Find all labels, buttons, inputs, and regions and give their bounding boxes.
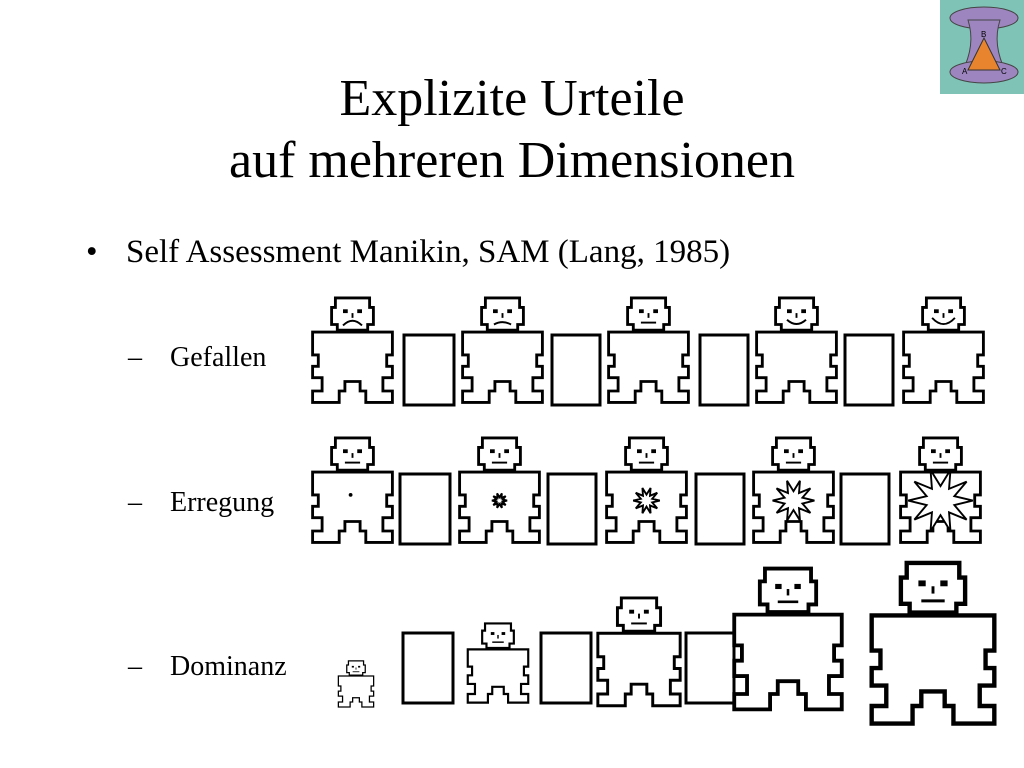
manikin-gefallen-2: [461, 296, 544, 404]
manikin-erregung-2: [458, 436, 541, 544]
spacer-erregung-1: [398, 472, 452, 546]
title-line-1: Explizite Urteile: [339, 70, 685, 127]
manikin-dominanz-4: [732, 566, 844, 712]
logo-label-a: A: [962, 67, 968, 76]
manikin-gefallen-3: [607, 296, 690, 404]
subitem-dominanz: –Dominanz: [128, 650, 287, 684]
manikin-erregung-5: [899, 436, 982, 544]
dash-icon: –: [128, 487, 142, 518]
triangle-network-logo: B A C: [940, 0, 1024, 94]
spacer-gefallen-4: [843, 333, 895, 407]
title-line-2: auf mehreren Dimensionen: [228, 132, 795, 189]
subitem-erregung: –Erregung: [128, 486, 274, 520]
dash-icon: –: [128, 651, 142, 682]
manikin-erregung-3: [605, 436, 688, 544]
spacer-erregung-2: [546, 472, 598, 546]
logo-label-b: B: [981, 30, 986, 39]
manikin-gefallen-1: [311, 296, 394, 404]
manikin-dominanz-1: [337, 660, 375, 708]
manikin-dominanz-2: [466, 622, 530, 704]
subitem-label: Gefallen: [170, 342, 267, 373]
spacer-erregung-4: [839, 472, 891, 546]
spacer-gefallen-2: [550, 333, 602, 407]
spacer-dominanz-3: [684, 631, 736, 705]
spacer-dominanz-2: [539, 631, 593, 705]
spacer-gefallen-3: [698, 333, 750, 407]
subitem-label: Erregung: [170, 487, 275, 518]
subitem-gefallen: –Gefallen: [128, 341, 266, 375]
bullet-text: Self Assessment Manikin, SAM (Lang, 1985…: [126, 234, 731, 270]
manikin-gefallen-4: [755, 296, 838, 404]
spacer-erregung-3: [694, 472, 746, 546]
logo-label-c: C: [1001, 67, 1007, 76]
spacer-dominanz-1: [401, 631, 455, 705]
manikin-erregung-4: [752, 436, 835, 544]
manikin-erregung-1: [311, 436, 394, 544]
main-bullet: • Self Assessment Manikin, SAM (Lang, 198…: [86, 232, 730, 272]
manikin-dominanz-3: [596, 596, 682, 708]
bullet-dot: •: [86, 234, 98, 270]
slide-title: Explizite Urteile auf mehreren Dimension…: [0, 68, 1024, 192]
manikin-dominanz-5: [869, 560, 997, 726]
subitem-label: Dominanz: [170, 651, 287, 682]
spacer-gefallen-1: [402, 333, 456, 407]
manikin-gefallen-5: [902, 296, 985, 404]
dash-icon: –: [128, 342, 142, 373]
